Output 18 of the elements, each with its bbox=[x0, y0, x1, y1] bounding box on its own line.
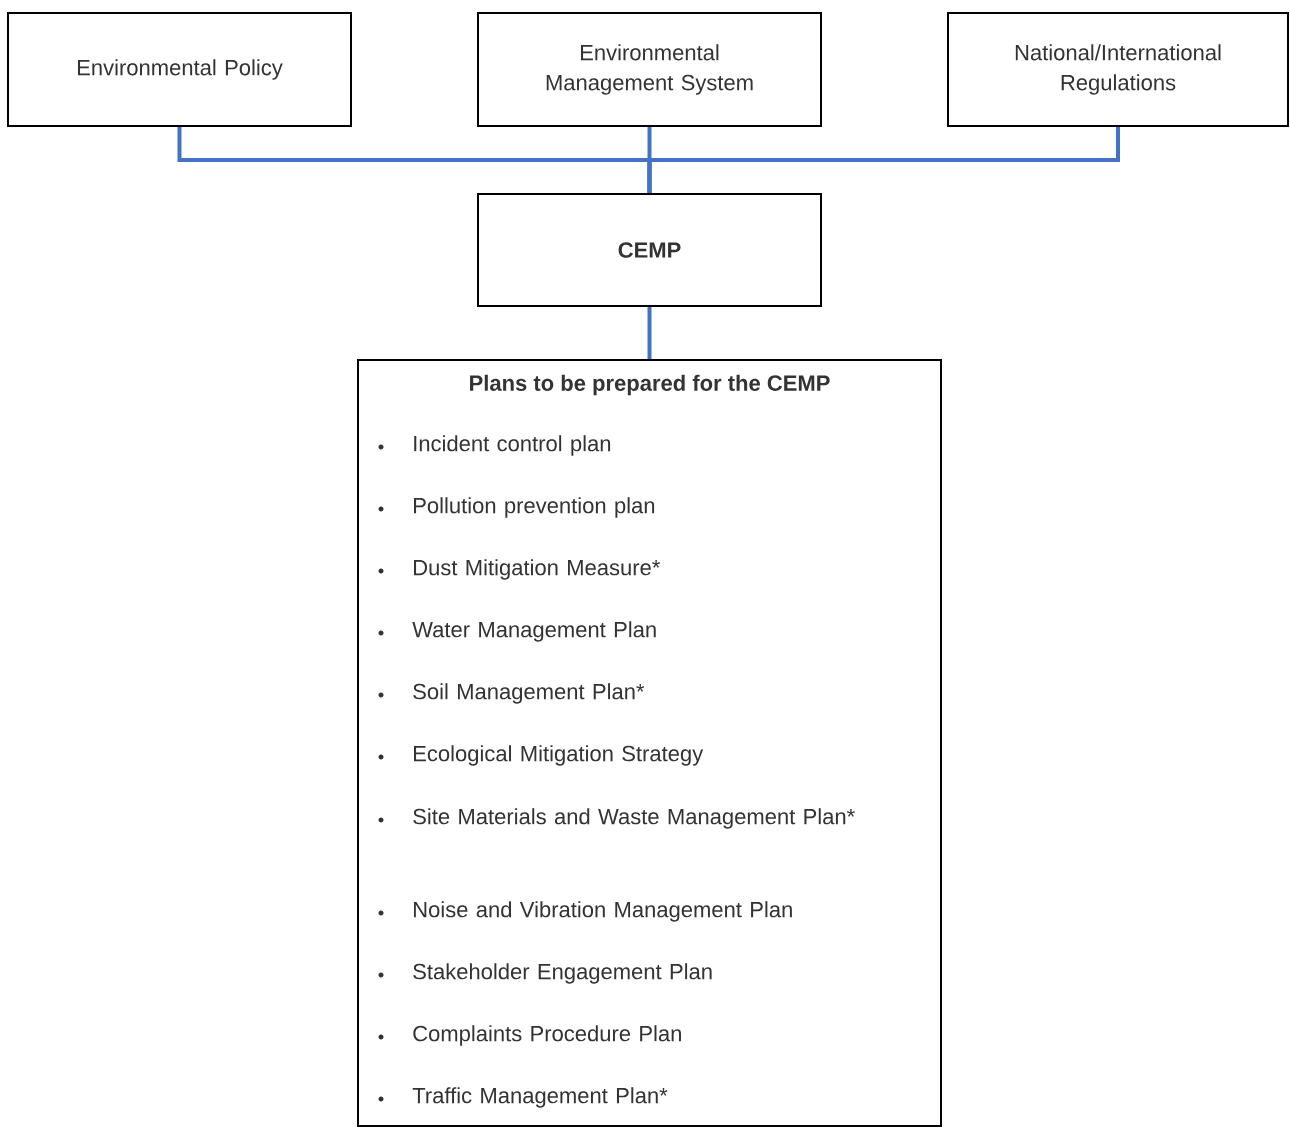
list-item: Site Materials and Waste Management Plan* bbox=[378, 808, 855, 829]
process-box: National/International Regulations bbox=[947, 12, 1289, 127]
process-box: CEMP bbox=[477, 193, 822, 307]
list-item: Ecological Mitigation Strategy bbox=[378, 745, 704, 766]
connector-line bbox=[647, 127, 1120, 193]
list-item: Pollution prevention plan bbox=[378, 497, 655, 518]
list-item: Traffic Management Plan* bbox=[378, 1087, 668, 1108]
list-item: Incident control plan bbox=[378, 435, 611, 456]
list-heading: Plans to be prepared for the CEMP bbox=[470, 374, 830, 396]
list-item: Noise and Vibration Management Plan bbox=[378, 901, 792, 922]
process-box: Environmental Management System bbox=[477, 12, 822, 127]
process-box: Environmental Policy bbox=[7, 12, 352, 127]
list-item: Soil Management Plan* bbox=[378, 683, 645, 704]
list-item: Water Management Plan bbox=[378, 621, 656, 642]
list-item: Complaints Procedure Plan bbox=[378, 1025, 681, 1046]
list-item: Dust Mitigation Measure* bbox=[378, 559, 661, 580]
connector-line bbox=[647, 307, 652, 359]
list-item: Stakeholder Engagement Plan bbox=[378, 963, 712, 984]
